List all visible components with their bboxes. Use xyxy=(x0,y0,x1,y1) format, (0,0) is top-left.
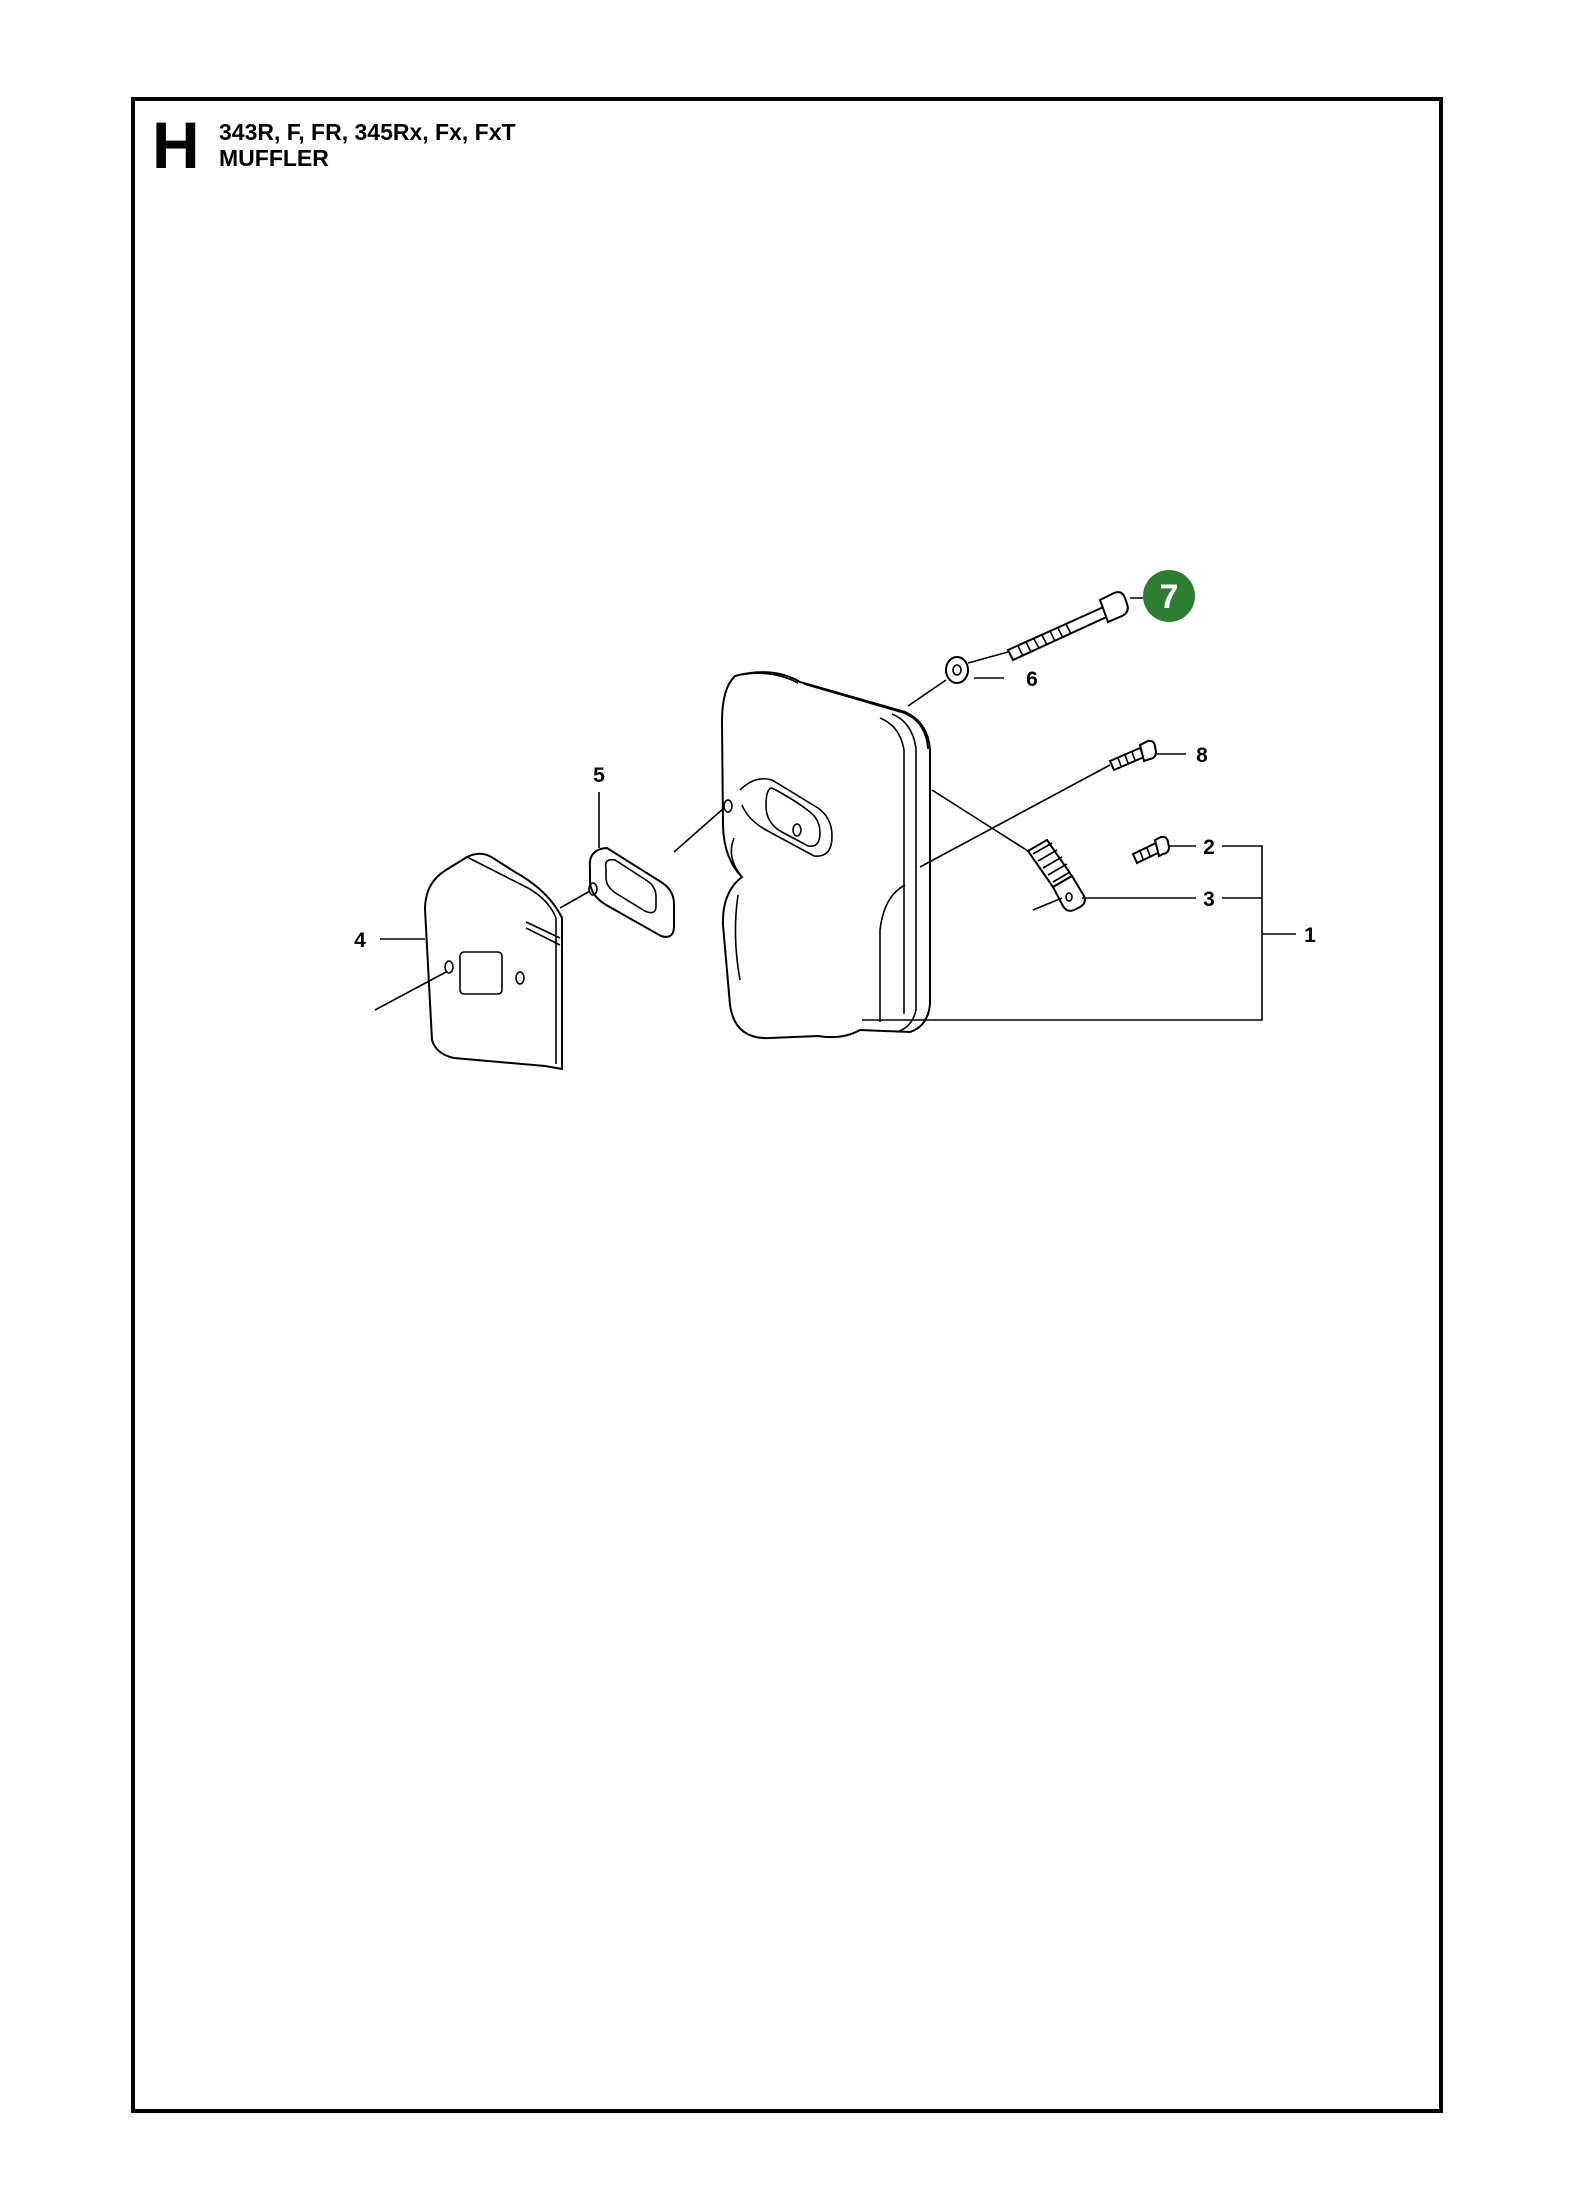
section-letter: H xyxy=(152,108,200,182)
part-3-spark-screen xyxy=(1026,838,1086,912)
badge-circle xyxy=(1143,570,1195,622)
callout-3: 3 xyxy=(1203,888,1215,911)
callout-7: 7 xyxy=(1160,578,1179,616)
model-list: 343R, F, FR, 345Rx, Fx, FxT xyxy=(219,119,516,145)
callout-6: 6 xyxy=(1026,668,1038,691)
callout-8: 8 xyxy=(1196,744,1208,767)
callout-7-badge: 7 xyxy=(1143,570,1195,622)
page-frame xyxy=(131,97,1443,2113)
callout-4: 4 xyxy=(354,929,366,952)
callout-2: 2 xyxy=(1203,836,1215,859)
part-4-heat-shield xyxy=(423,852,563,1071)
callout-1: 1 xyxy=(1304,924,1316,947)
callout-5: 5 xyxy=(593,764,605,787)
assembly-lines xyxy=(374,651,1111,1011)
part-1-muffler xyxy=(720,671,931,1040)
part-8-screw xyxy=(1108,739,1158,772)
part-5-gasket xyxy=(588,846,675,938)
section-title: MUFFLER xyxy=(219,145,329,171)
part-2-screw xyxy=(1131,835,1171,865)
part-7-bolt xyxy=(1006,591,1129,662)
callout-labels: 4 5 6 8 2 3 1 xyxy=(354,668,1316,952)
part-6-washer xyxy=(945,656,969,684)
